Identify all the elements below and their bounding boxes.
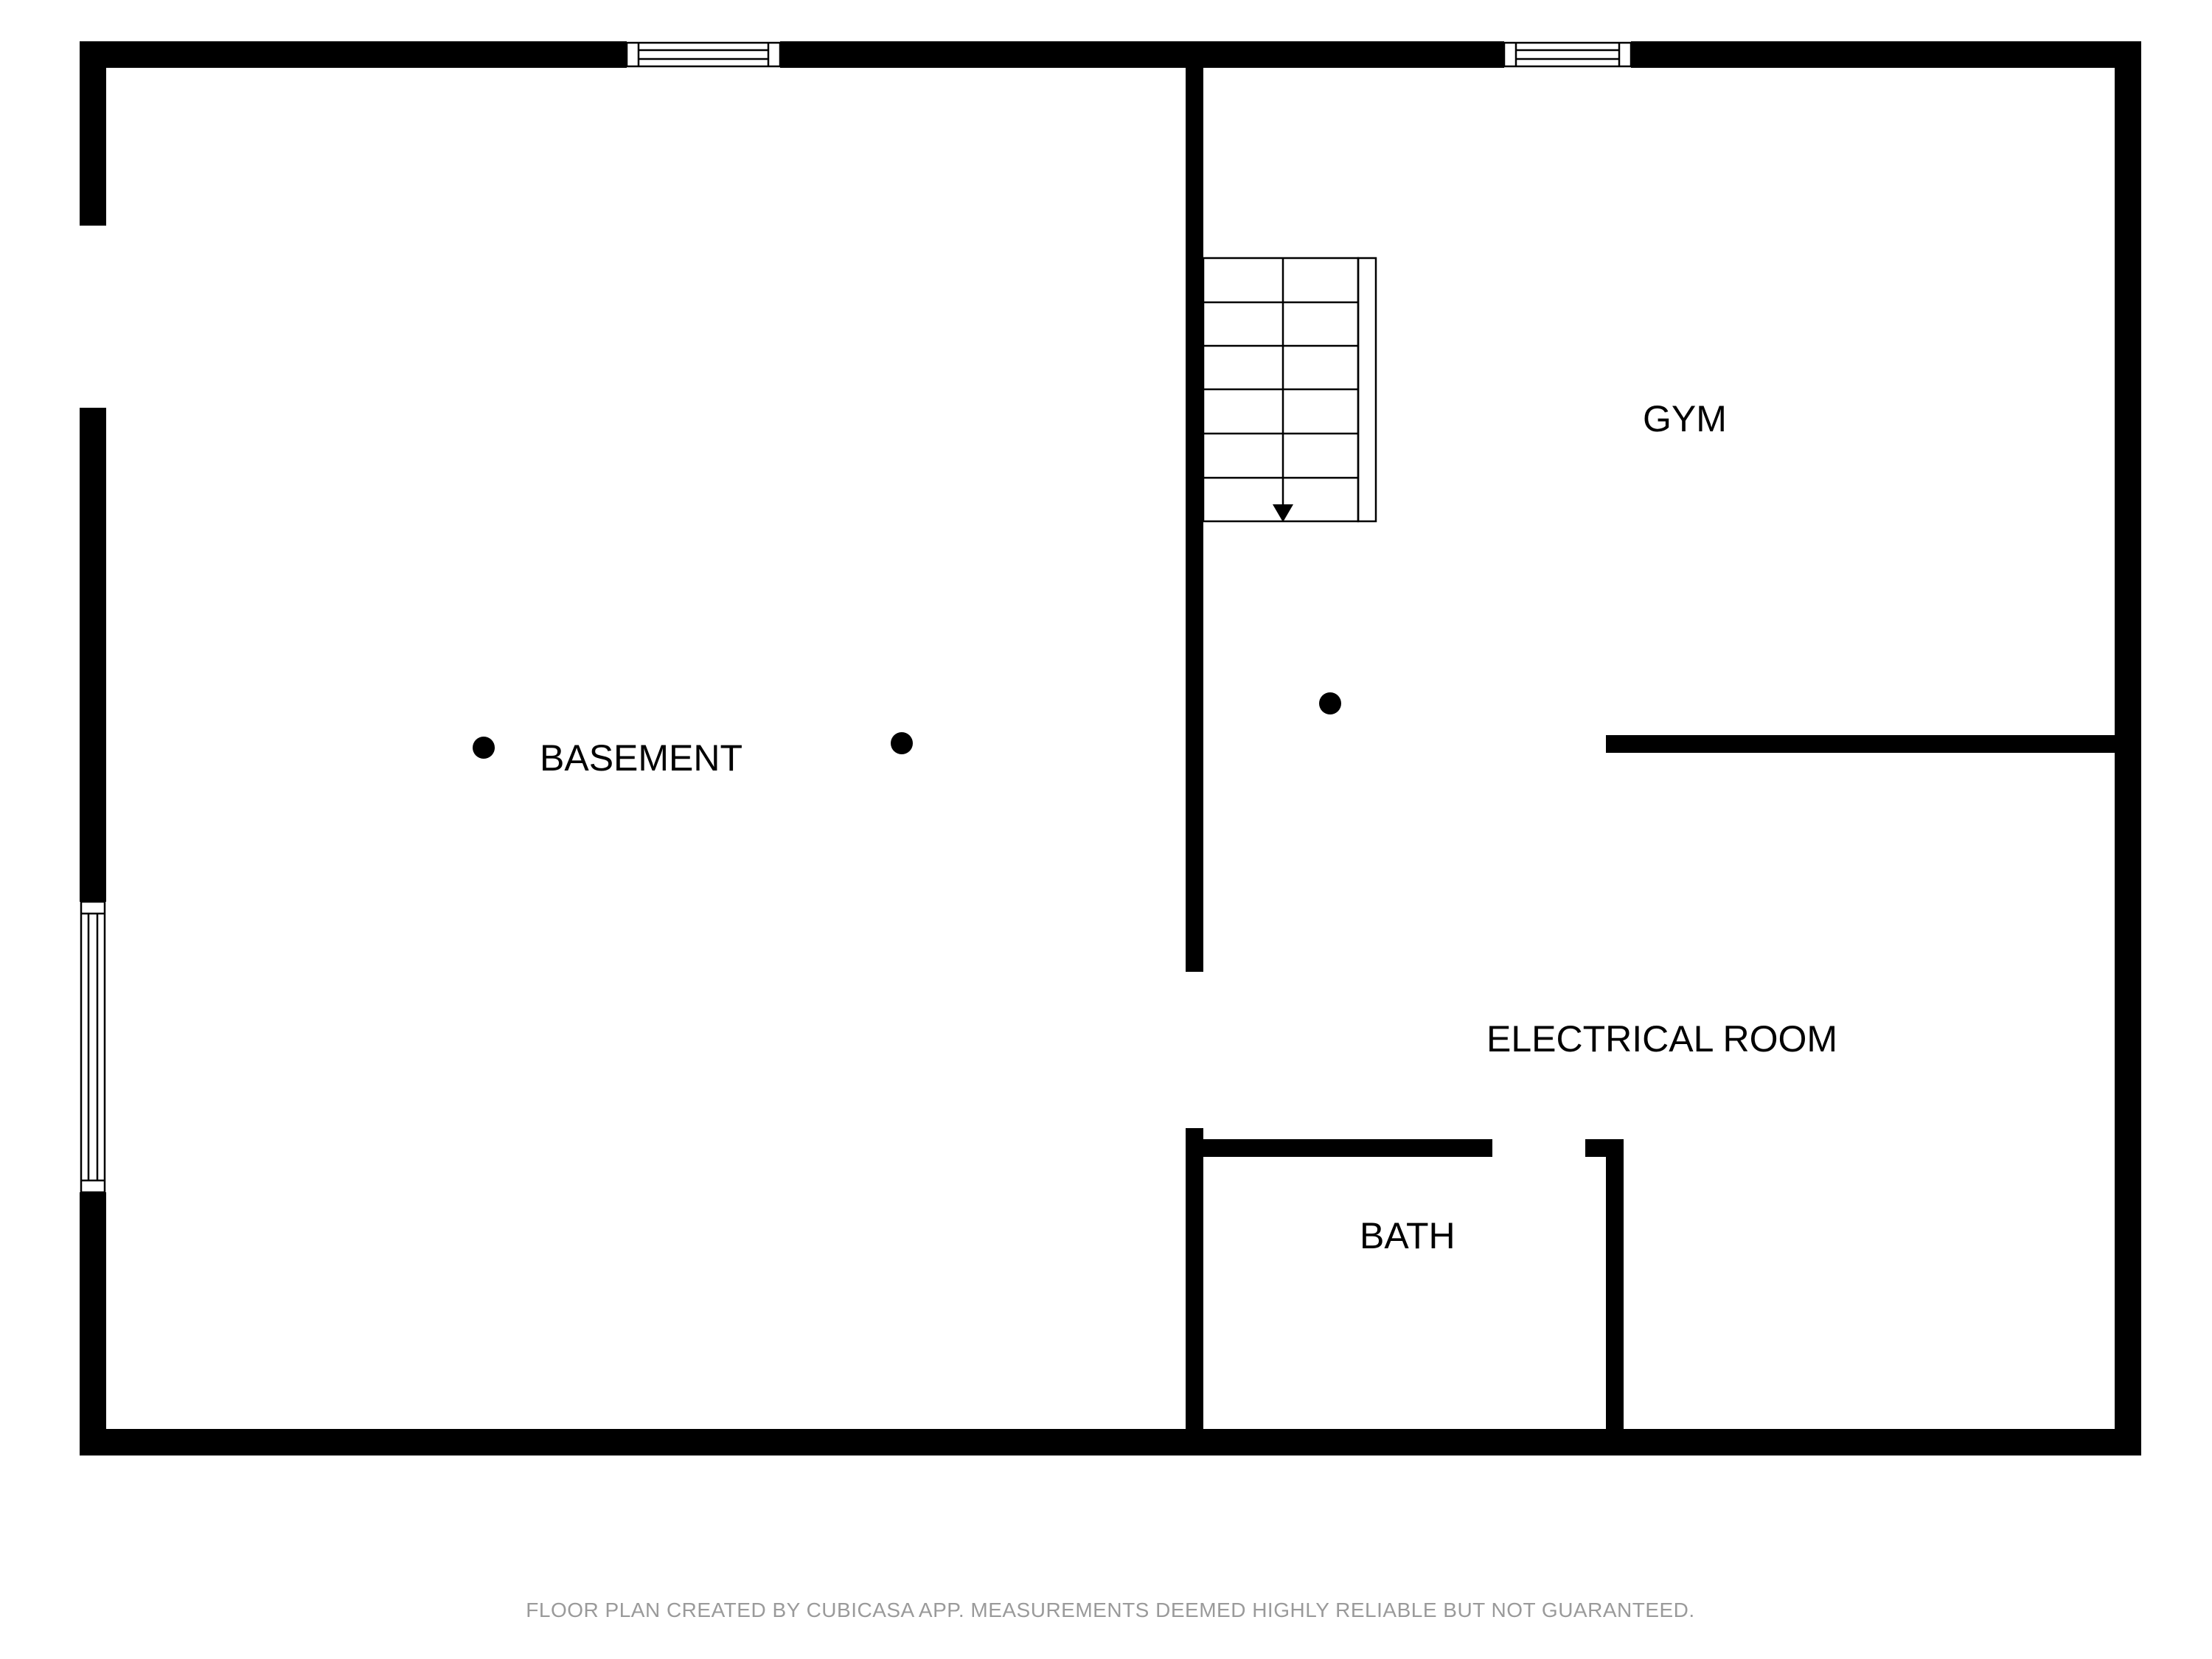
room-label-electrical-room: ELECTRICAL ROOM (1486, 1018, 1837, 1060)
wall-top-left (80, 41, 627, 68)
window-top-left (625, 41, 782, 68)
staircase (1202, 257, 1377, 523)
room-label-gym: GYM (1643, 398, 1727, 439)
interior-walls (1186, 41, 2115, 1455)
post-marker (473, 737, 495, 759)
window-top-right (1503, 41, 1632, 68)
wall-left-lower (80, 1192, 106, 1455)
post-marker (891, 732, 913, 754)
wall-bottom (80, 1429, 2141, 1455)
wall-gym-divider (1606, 735, 2115, 753)
stair-direction-arrow-icon (1273, 504, 1293, 522)
wall-right (2115, 41, 2141, 1455)
wall-center-upper (1186, 41, 1203, 972)
wall-left-upper (80, 41, 106, 226)
wall-center-lower (1186, 1128, 1203, 1455)
wall-left-middle (80, 408, 106, 902)
support-posts (473, 692, 1341, 759)
exterior-walls (80, 41, 2141, 1455)
room-label-basement: BASEMENT (540, 737, 742, 779)
post-marker (1319, 692, 1341, 714)
room-label-bath: BATH (1360, 1215, 1455, 1256)
footer-disclaimer: FLOOR PLAN CREATED BY CUBICASA APP. MEAS… (526, 1599, 1694, 1621)
wall-top-right (1631, 41, 2141, 68)
wall-top-middle (780, 41, 1504, 68)
window-left (80, 900, 106, 1194)
wall-bath-right (1606, 1139, 1624, 1455)
wall-bath-top-left (1203, 1139, 1492, 1157)
